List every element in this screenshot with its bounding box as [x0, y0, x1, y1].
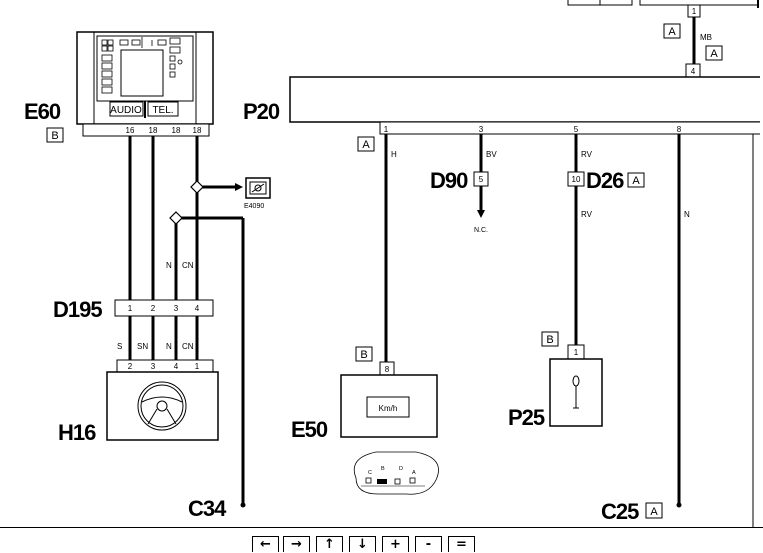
h16-pin-4: 1 — [195, 362, 200, 371]
p25-pin: 1 — [574, 348, 579, 357]
e60-pin-3: 18 — [172, 126, 181, 135]
d26-name: D26 — [586, 168, 624, 193]
c25-name: C25 — [601, 499, 639, 524]
d195-pin-1: 1 — [128, 304, 133, 313]
top-connector-tag-right: A — [710, 48, 718, 60]
wire-label-mb: MB — [700, 33, 712, 42]
wire-label-n-mid: N — [166, 261, 172, 270]
e60-audio-label: AUDIO — [110, 105, 142, 116]
d90-nc-label: N.C. — [474, 227, 488, 234]
h16-pin-2: 3 — [151, 362, 156, 371]
splice-diamond — [190, 180, 204, 194]
e50-name: E50 — [291, 417, 328, 442]
ground-point-c34 — [240, 502, 246, 508]
e50-component: 8 Km/h — [340, 361, 438, 438]
p20-pin-1: 1 — [384, 125, 389, 134]
gauge-pin-d: D — [399, 466, 403, 472]
p20-pin-3: 5 — [574, 125, 579, 134]
reset-view-button[interactable]: = — [448, 536, 475, 552]
top-connector: 1 A MB A — [567, 0, 759, 64]
wire-label-rv-top: RV — [581, 150, 593, 159]
d26-pin: 10 — [572, 175, 581, 184]
d26-tag: A — [632, 175, 640, 187]
navigation-bar: ← → ↑ ↓ + - = — [0, 527, 763, 552]
steering-wheel-icon — [137, 381, 187, 431]
nav-up-arrow-button[interactable]: ↑ — [316, 536, 343, 552]
splice-diamond — [169, 211, 183, 225]
wire-label-sn: SN — [137, 342, 148, 351]
p20-pin-2: 3 — [479, 125, 484, 134]
wire-label-cn: CN — [182, 342, 194, 351]
e50-display: Km/h — [379, 404, 398, 413]
p20-pin-4: 8 — [677, 125, 682, 134]
d195-connector: 1 2 3 4 — [114, 299, 214, 317]
e60-unit: AUDIO TEL. 16 18 18 18 — [76, 31, 214, 137]
top-connector-pin: 1 — [692, 7, 697, 16]
d195-pin-3: 3 — [174, 304, 179, 313]
h16-pin-1: 2 — [128, 362, 133, 371]
zoom-out-button[interactable]: - — [415, 536, 442, 552]
zoom-in-button[interactable]: + — [382, 536, 409, 552]
h16-component: 2 3 4 1 — [106, 359, 219, 441]
e60-name: E60 — [24, 99, 61, 124]
c25-tag: A — [650, 506, 658, 518]
p20-tag: A — [362, 139, 370, 151]
d90-name: D90 — [430, 168, 468, 193]
ground-point-c25 — [676, 502, 682, 508]
c34-name: C34 — [188, 496, 227, 521]
wire-label-n: N — [166, 342, 172, 351]
h16-pin-3: 4 — [174, 362, 179, 371]
h16-name: H16 — [58, 420, 96, 445]
d195-name: D195 — [53, 297, 102, 322]
p25-tag: B — [546, 334, 553, 346]
arrow-to-e4090 — [235, 183, 243, 191]
d90-pin: 5 — [479, 175, 484, 184]
nav-down-arrow-button[interactable]: ↓ — [349, 536, 376, 552]
d195-pin-4: 4 — [195, 304, 200, 313]
d195-pin-2: 2 — [151, 304, 156, 313]
e4090-name: E4090 — [244, 203, 264, 210]
e60-tag: B — [51, 130, 58, 142]
e60-pin-2: 18 — [149, 126, 158, 135]
wire-label-cn-mid: CN — [182, 261, 194, 270]
nc-arrow — [477, 210, 485, 218]
e60-tel-label: TEL. — [152, 105, 173, 116]
wire-label-h: H — [391, 150, 397, 159]
wire-label-bv: BV — [486, 150, 497, 159]
wire-label-rv-bottom: RV — [581, 210, 593, 219]
e50-pin: 8 — [385, 365, 390, 374]
e60-pin-1: 16 — [126, 126, 135, 135]
gauge-pin-c: C — [368, 470, 372, 476]
gauge-pin-b: B — [381, 466, 385, 472]
p20-wires — [384, 134, 681, 505]
wire-label-n-right: N — [684, 210, 690, 219]
top-connector-tag-left: A — [668, 26, 676, 38]
e60-wires — [128, 136, 245, 505]
gauge-pin-a: A — [412, 470, 416, 476]
gauge-connector-icon: C B D A — [353, 451, 439, 495]
wiring-diagram: 1 A MB A AUDIO — [24, 0, 760, 527]
e50-tag: B — [360, 349, 367, 361]
p20-name: P20 — [243, 99, 280, 124]
p20-connector: 4 1 3 5 8 — [289, 63, 760, 135]
wire-label-s: S — [117, 342, 122, 351]
e4090-component — [245, 177, 271, 199]
p25-name: P25 — [508, 405, 545, 430]
bulb-icon — [572, 375, 580, 409]
p20-top-pin: 4 — [691, 67, 696, 76]
e60-pin-4: 18 — [193, 126, 202, 135]
p25-component: 1 — [549, 344, 603, 427]
nav-right-arrow-button[interactable]: → — [283, 536, 310, 552]
nav-left-arrow-button[interactable]: ← — [252, 536, 279, 552]
